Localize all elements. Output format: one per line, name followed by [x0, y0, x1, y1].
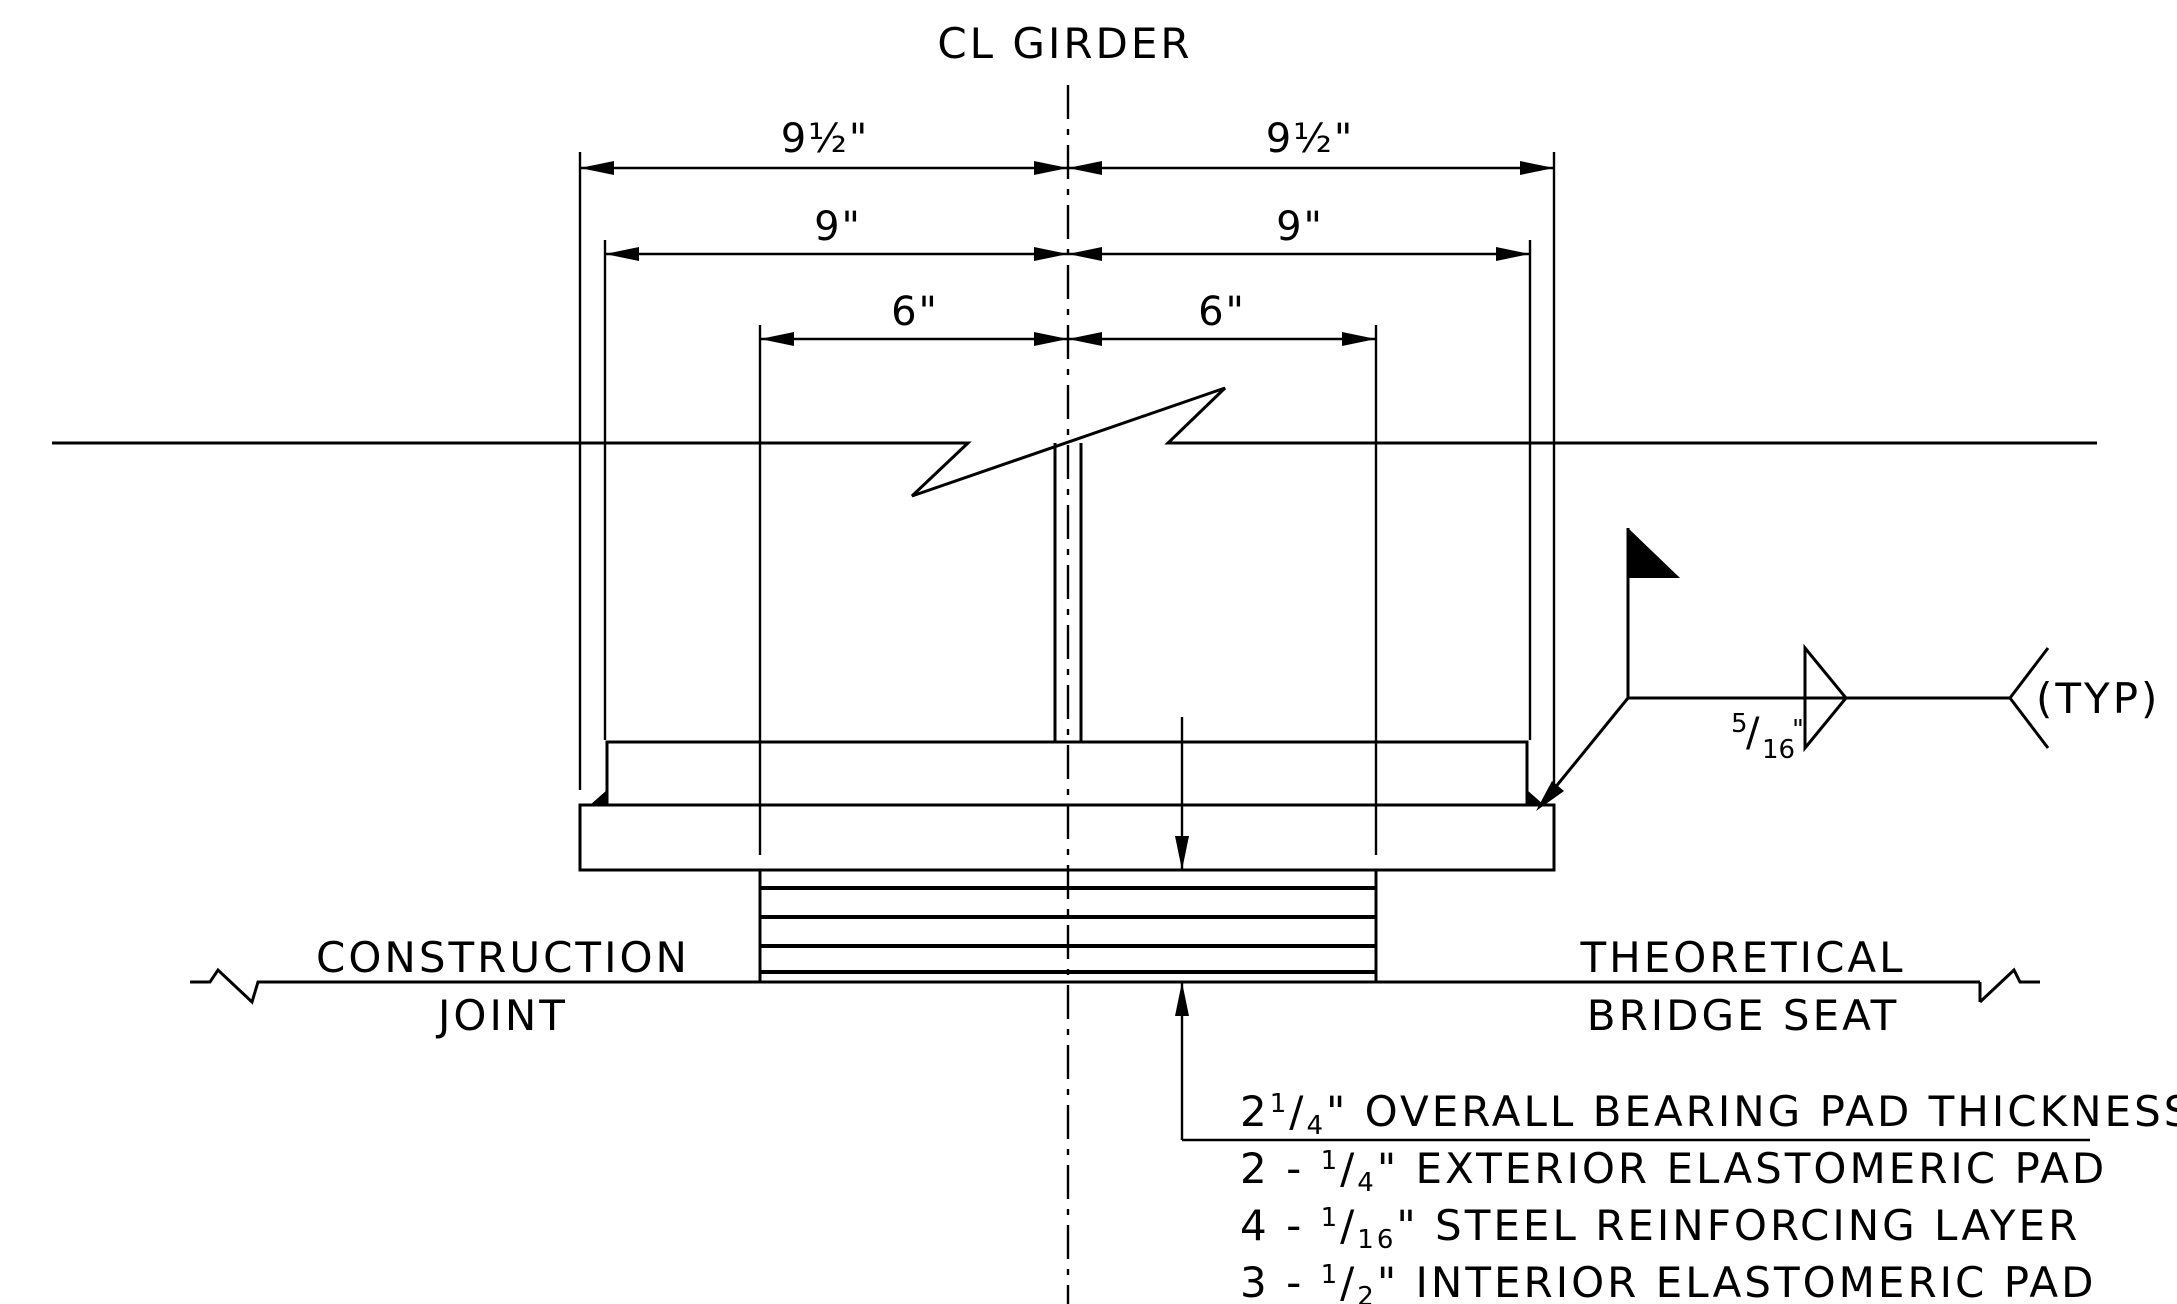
- girder-web: [1053, 443, 1083, 742]
- weld-size-num: 5: [1731, 709, 1748, 739]
- dimension-inner: 6" 6": [760, 289, 1376, 346]
- construction-joint-label-2: JOINT: [435, 991, 568, 1040]
- dim-middle-left: 9": [814, 204, 862, 250]
- fillet-weld-icon: [1803, 643, 1848, 753]
- bearing-pad-notes: 21/4" OVERALL BEARING PAD THICKNESS 2 - …: [1240, 1087, 2177, 1304]
- dim-outer-right: 9½": [1266, 116, 1355, 162]
- weld-size-den: 16: [1762, 735, 1795, 765]
- dimension-middle: 9" 9": [605, 204, 1530, 261]
- bridge-seat-label-1: THEORETICAL: [1579, 933, 1905, 982]
- weld-tail-icon: [2008, 647, 2050, 749]
- construction-joint-label-1: CONSTRUCTION: [316, 933, 690, 982]
- typ-label: (TYP): [2036, 674, 2160, 723]
- dim-middle-right: 9": [1276, 204, 1324, 250]
- dim-outer-left: 9½": [781, 116, 870, 162]
- pad-thickness-leader: [1175, 717, 2090, 1142]
- fillet-welds: [590, 790, 1544, 805]
- dimension-outer: 9½" 9½": [580, 116, 1554, 175]
- weld-size-slash: /: [1746, 710, 1761, 756]
- field-weld-flag-icon: [1628, 528, 1680, 578]
- dim-inner-right: 6": [1198, 289, 1246, 335]
- layer-note-exterior: 2 - 1/4" EXTERIOR ELASTOMERIC PAD: [1240, 1144, 2107, 1198]
- layer-note-steel: 4 - 1/16" STEEL REINFORCING LAYER: [1240, 1201, 2080, 1255]
- centerline-label: CL GIRDER: [937, 19, 1192, 68]
- bridge-seat-line: [190, 967, 2040, 1005]
- girder-break-line: [52, 386, 2097, 498]
- extension-lines: [578, 152, 1556, 855]
- overall-thickness-note: 21/4" OVERALL BEARING PAD THICKNESS: [1240, 1087, 2177, 1141]
- weld-symbol: 5 / 16 " (TYP): [1536, 528, 2160, 811]
- bridge-seat-label-2: BRIDGE SEAT: [1587, 991, 1899, 1040]
- layer-note-interior: 3 - 1/2" INTERIOR ELASTOMERIC PAD: [1240, 1258, 2096, 1304]
- weld-size-inch: ": [1792, 715, 1804, 745]
- dim-inner-left: 6": [891, 289, 939, 335]
- bearing-pad: [758, 868, 1378, 984]
